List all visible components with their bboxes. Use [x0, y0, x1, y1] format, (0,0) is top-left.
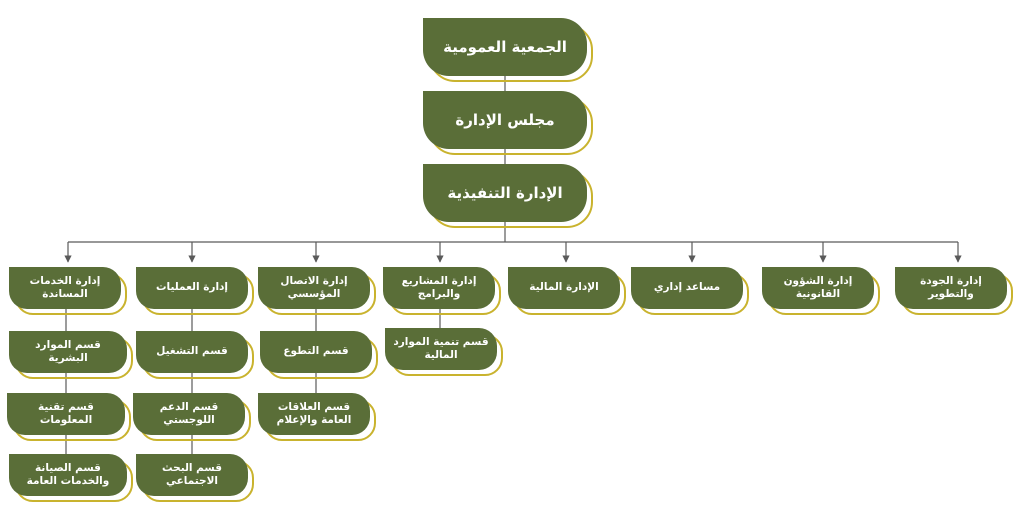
- node-maintenance-services: قسم الصيانة والخدمات العامة: [9, 454, 133, 502]
- node-general-assembly: الجمعية العمومية: [423, 18, 593, 82]
- node-corporate-communication: إدارة الاتصال المؤسسي: [258, 267, 376, 315]
- node-executive: الإدارة التنفيذية: [423, 164, 593, 228]
- node-information-technology: قسم تقنية المعلومات: [7, 393, 131, 441]
- node-human-resources: قسم الموارد البشرية: [9, 331, 133, 379]
- node-finance: الإدارة المالية: [508, 267, 626, 315]
- node-board: مجلس الإدارة: [423, 91, 593, 155]
- node-public-relations-media: قسم العلاقات العامة والإعلام: [258, 393, 376, 441]
- node-logistics-support: قسم الدعم اللوجستي: [133, 393, 251, 441]
- node-financial-resources-development: قسم تنمية الموارد المالية: [385, 328, 503, 376]
- node-volunteering: قسم التطوع: [260, 331, 378, 379]
- node-support-services: إدارة الخدمات المساندة: [9, 267, 127, 315]
- node-operations: إدارة العمليات: [136, 267, 254, 315]
- node-legal-affairs: إدارة الشؤون القانونية: [762, 267, 880, 315]
- node-social-research: قسم البحث الاجتماعي: [136, 454, 254, 502]
- node-operation: قسم التشغيل: [136, 331, 254, 379]
- node-admin-assistant: مساعد إداري: [631, 267, 749, 315]
- node-quality-development: إدارة الجودة والتطوير: [895, 267, 1013, 315]
- node-projects-programs: إدارة المشاريع والبرامج: [383, 267, 501, 315]
